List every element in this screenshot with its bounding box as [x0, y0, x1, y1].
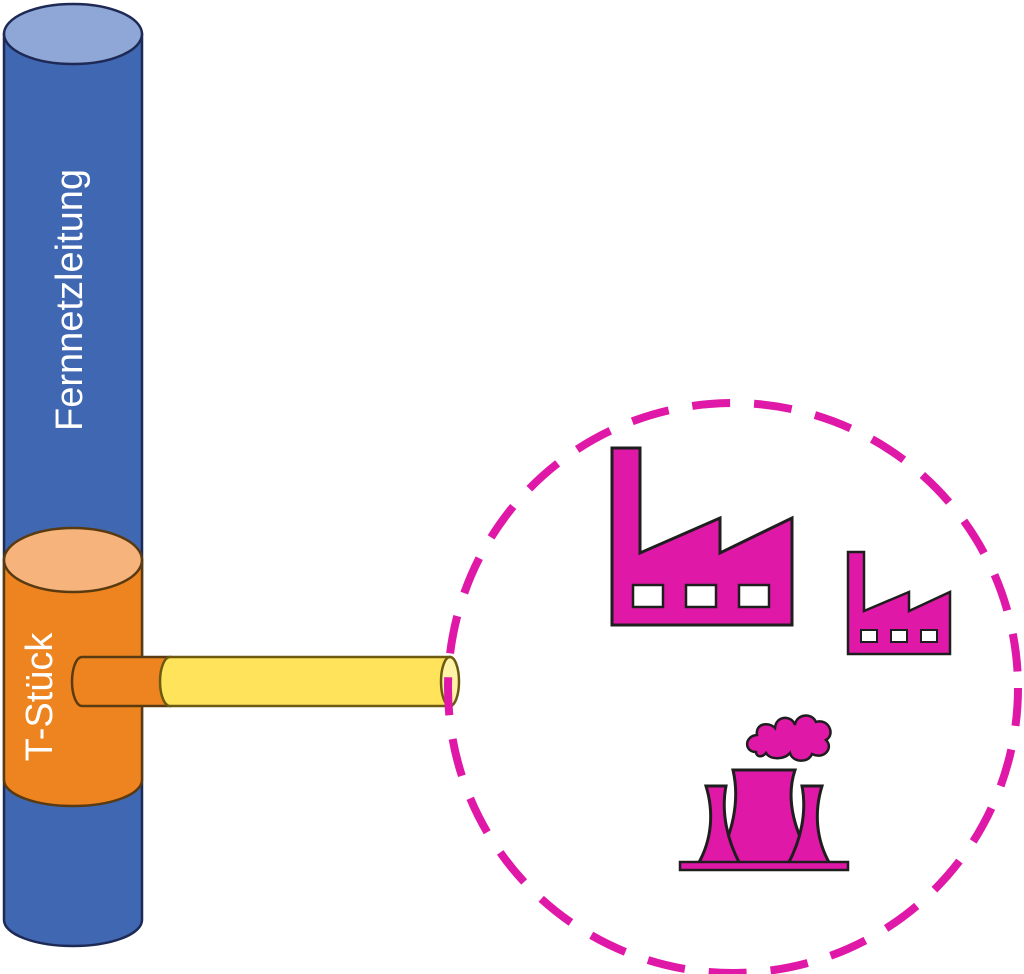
small-factory-icon [846, 550, 952, 656]
main-pipe-top [2, 2, 144, 66]
main-pipe-label: Fernnetzleitung [49, 169, 91, 431]
ground-line [678, 860, 850, 872]
branch-pipe-orange-section [70, 655, 172, 708]
cooling-tower-icon [678, 714, 850, 872]
smoke-cloud [745, 714, 832, 762]
tee-piece-top [2, 526, 144, 594]
consumer-zone-dashed-circle [444, 399, 1022, 974]
branch-pipe [70, 655, 461, 708]
branch-pipe-yellow-section [158, 655, 452, 708]
factory-icon [610, 446, 794, 627]
tee-piece-label: T-Stück [19, 632, 61, 762]
